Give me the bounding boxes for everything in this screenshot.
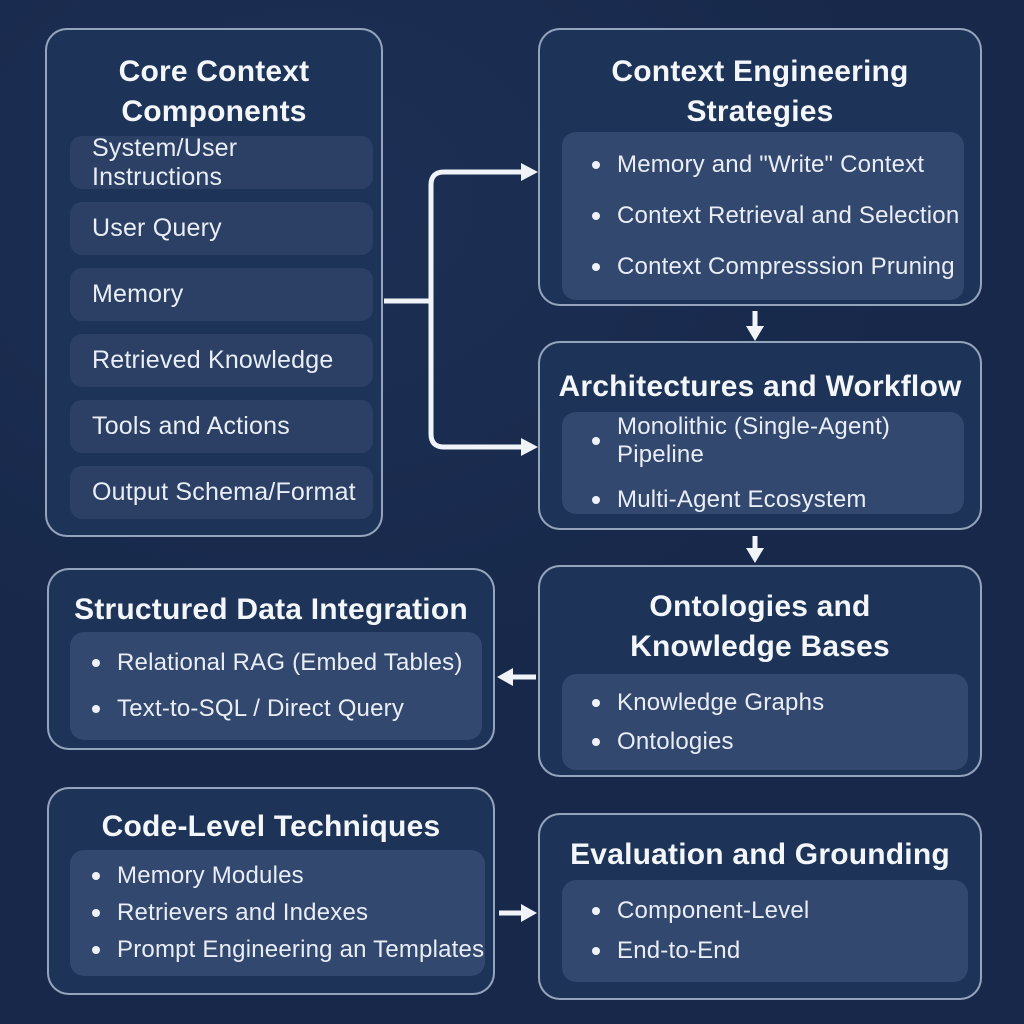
list-item: Output Schema/Format	[70, 466, 373, 519]
box-evaluation-and-grounding: Evaluation and Grounding Component-Level…	[538, 813, 982, 1000]
bullet-dot	[92, 659, 100, 667]
bullet-row: Prompt Engineering an Templates	[70, 936, 485, 964]
bullet-label: Memory and "Write" Context	[617, 151, 925, 178]
bullet-dot	[92, 705, 100, 713]
bullet-dot	[92, 946, 100, 954]
bullet-row: Memory Modules	[70, 862, 485, 890]
list-item: User Query	[70, 202, 373, 255]
bullet-row: Retrievers and Indexes	[70, 899, 485, 927]
bullet-dot	[592, 495, 600, 504]
bullet-dot	[592, 907, 600, 915]
box-core-context-components: Core Context Components System/User Inst…	[45, 28, 383, 537]
list-item: System/User Instructions	[70, 133, 373, 191]
list-item-label: Retrieved Knowledge	[92, 346, 334, 374]
box-ontologies-and-knowledge-bases: Ontologies and Knowledge Bases Knowledge…	[538, 565, 982, 777]
arrowhead-core-to-architectures	[521, 438, 538, 456]
list-item-label: Output Schema/Format	[92, 478, 356, 506]
bullet-row: Monolithic (Single-Agent) Pipeline	[562, 413, 964, 469]
bullet-dot	[92, 909, 100, 917]
bullet-dot	[592, 161, 600, 169]
architectures-panel: Monolithic (Single-Agent) Pipeline Multi…	[562, 412, 964, 514]
bullet-row: Text-to-SQL / Direct Query	[70, 695, 482, 723]
bullet-label: Context Retrieval and Selection	[617, 202, 960, 229]
bullet-label: Memory Modules	[117, 862, 304, 889]
bullet-label: Component-Level	[617, 897, 810, 924]
bullet-row: Memory and "Write" Context	[562, 151, 964, 179]
bullet-label: Monolithic (Single-Agent) Pipeline	[617, 412, 891, 468]
box-title-ontologies-and-knowledge-bases: Ontologies and Knowledge Bases	[630, 590, 890, 663]
bullet-label: Multi-Agent Ecosystem	[617, 485, 867, 513]
bullet-row: Ontologies	[562, 728, 968, 756]
list-item-label: Memory	[92, 280, 184, 308]
list-item-label: User Query	[92, 214, 222, 242]
arrowhead-architectures-to-ontologies	[746, 548, 764, 563]
arrowhead-ontologies-to-structured-data	[497, 668, 513, 686]
strategies-panel: Memory and "Write" Context Context Retri…	[562, 132, 964, 300]
bullet-label: Prompt Engineering an Templates	[117, 936, 485, 963]
box-title-structured-data-integration: Structured Data Integration	[74, 593, 468, 626]
list-item: Tools and Actions	[70, 400, 373, 453]
bullet-dot	[592, 947, 600, 955]
bullet-dot	[592, 212, 600, 220]
evaluation-panel: Component-Level End-to-End	[562, 880, 968, 982]
list-item-label: Tools and Actions	[92, 412, 290, 440]
structured-data-panel: Relational RAG (Embed Tables) Text-to-SQ…	[70, 632, 482, 740]
box-title-context-engineering-strategies: Context Engineering Strategies	[611, 55, 909, 128]
bullet-label: Context Compresssion Pruning	[617, 253, 955, 280]
bullet-label: Text-to-SQL / Direct Query	[117, 695, 405, 722]
arrowhead-code-level-to-evaluation	[521, 904, 537, 922]
bullet-label: Knowledge Graphs	[617, 688, 825, 716]
bullet-label: Retrievers and Indexes	[117, 899, 369, 926]
list-item: Retrieved Knowledge	[70, 334, 373, 387]
box-context-engineering-strategies: Context Engineering Strategies Memory an…	[538, 28, 982, 306]
bullet-label: End-to-End	[617, 937, 741, 964]
bullet-row: Relational RAG (Embed Tables)	[70, 649, 482, 677]
bullet-row: End-to-End	[562, 937, 968, 965]
box-title-core-context-components: Core Context Components	[118, 55, 310, 128]
box-title-evaluation-and-grounding: Evaluation and Grounding	[570, 838, 950, 871]
arrow-core-to-strategies	[428, 169, 521, 303]
bullet-row: Context Compresssion Pruning	[562, 253, 964, 281]
box-structured-data-integration: Structured Data Integration Relational R…	[47, 568, 495, 750]
code-level-panel: Memory Modules Retrievers and Indexes Pr…	[70, 850, 485, 976]
arrowhead-core-to-strategies	[521, 163, 538, 181]
arrow-core-to-architectures	[428, 299, 521, 450]
list-item: Memory	[70, 268, 373, 321]
box-title-code-level-techniques: Code-Level Techniques	[101, 810, 441, 843]
bullet-row: Component-Level	[562, 897, 968, 925]
ontologies-panel: Knowledge Graphs Ontologies	[562, 674, 968, 770]
bullet-row: Context Retrieval and Selection	[562, 202, 964, 230]
box-architectures-and-workflow: Architectures and Workflow Monolithic (S…	[538, 341, 982, 530]
bullet-dot	[592, 263, 600, 271]
list-item-label: System/User Instructions	[92, 133, 238, 191]
bullet-dot	[592, 436, 600, 445]
arrowhead-strategies-to-architectures	[746, 326, 764, 341]
bullet-dot	[592, 737, 600, 746]
bullet-label: Relational RAG (Embed Tables)	[117, 649, 463, 676]
bullet-dot	[92, 872, 100, 880]
bullet-row: Multi-Agent Ecosystem	[562, 486, 964, 514]
box-title-architectures-and-workflow: Architectures and Workflow	[558, 370, 962, 403]
bullet-dot	[592, 698, 600, 707]
box-code-level-techniques: Code-Level Techniques Memory Modules Ret…	[47, 787, 495, 995]
bullet-label: Ontologies	[617, 727, 734, 755]
core-components-list: System/User Instructions User Query Memo…	[70, 133, 373, 519]
bullet-row: Knowledge Graphs	[562, 689, 968, 717]
